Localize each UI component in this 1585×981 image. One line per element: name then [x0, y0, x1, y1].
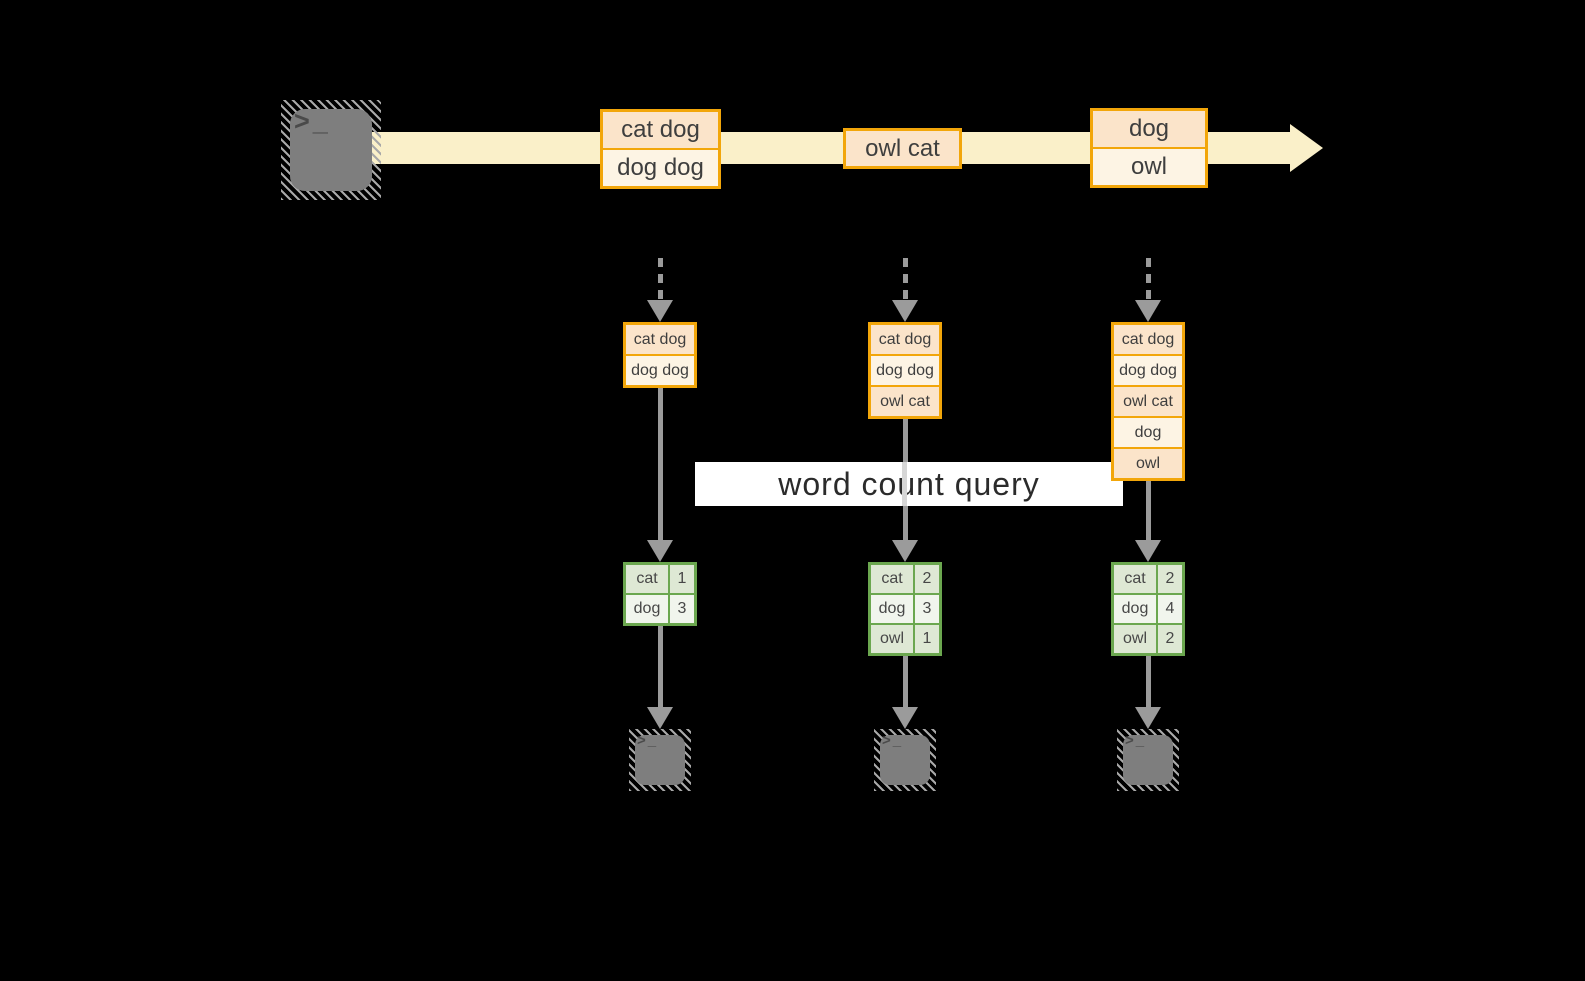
count-word-cell: dog — [1114, 595, 1156, 623]
query-label: word count query — [778, 465, 1040, 502]
count-table-1: cat 1 dog 3 — [623, 562, 697, 626]
state-row: dog dog — [871, 356, 939, 385]
sink-terminal-icon-2: >_ — [874, 729, 936, 791]
count-value-cell: 2 — [1158, 625, 1182, 653]
stream-record: dog — [1093, 111, 1205, 147]
count-word-cell: cat — [1114, 565, 1156, 593]
state-row: cat dog — [871, 325, 939, 354]
count-value-cell: 4 — [1158, 595, 1182, 623]
sink-terminal-icon-1: >_ — [629, 729, 691, 791]
state-row: cat dog — [626, 325, 694, 354]
prompt-icon: >_ — [1125, 732, 1147, 749]
query-arrow-3 — [1135, 481, 1161, 562]
input-state-box-1: cat dog dog dog — [623, 322, 697, 388]
count-value-cell: 3 — [915, 595, 939, 623]
stream-record: owl — [1093, 149, 1205, 185]
count-table-3: cat 2 dog 4 owl 2 — [1111, 562, 1185, 656]
trigger-arrow-dashed-3 — [1135, 258, 1161, 322]
input-state-box-3: cat dog dog dog owl cat dog owl — [1111, 322, 1185, 481]
terminal-screen — [880, 735, 930, 785]
input-state-box-2: cat dog dog dog owl cat — [868, 322, 942, 419]
terminal-screen — [635, 735, 685, 785]
terminal-screen — [1123, 735, 1173, 785]
stream-batch-1: cat dog dog dog — [600, 109, 721, 189]
count-word-cell: owl — [871, 625, 913, 653]
trigger-arrow-dashed-2 — [892, 258, 918, 322]
count-word-cell: cat — [626, 565, 668, 593]
count-value-cell: 1 — [915, 625, 939, 653]
count-value-cell: 3 — [670, 595, 694, 623]
count-value-cell: 2 — [915, 565, 939, 593]
source-terminal-icon: >_ — [281, 100, 381, 200]
query-label-box: word count query — [695, 462, 1123, 506]
stream-batch-2: owl cat — [843, 128, 962, 169]
stream-record: dog dog — [603, 150, 718, 186]
prompt-icon: >_ — [294, 106, 331, 136]
stream-record: cat dog — [603, 112, 718, 148]
terminal-screen — [290, 109, 372, 191]
stream-record: owl cat — [846, 131, 959, 166]
arrow-through-label — [902, 462, 907, 506]
state-row: dog dog — [626, 356, 694, 385]
output-arrow-2 — [892, 656, 918, 729]
count-table-2: cat 2 dog 3 owl 1 — [868, 562, 942, 656]
trigger-arrow-dashed-1 — [647, 258, 673, 322]
state-row: owl cat — [871, 387, 939, 416]
count-word-cell: dog — [871, 595, 913, 623]
state-row: dog — [1114, 418, 1182, 447]
prompt-icon: >_ — [637, 732, 659, 749]
output-arrow-1 — [647, 626, 673, 729]
output-arrow-3 — [1135, 656, 1161, 729]
count-word-cell: dog — [626, 595, 668, 623]
state-row: dog dog — [1114, 356, 1182, 385]
stream-arrowhead-icon — [1290, 124, 1323, 172]
state-row: cat dog — [1114, 325, 1182, 354]
state-row: owl — [1114, 449, 1182, 478]
state-row: owl cat — [1114, 387, 1182, 416]
count-value-cell: 1 — [670, 565, 694, 593]
count-value-cell: 2 — [1158, 565, 1182, 593]
prompt-icon: >_ — [882, 732, 904, 749]
query-arrow-1 — [647, 388, 673, 562]
count-word-cell: cat — [871, 565, 913, 593]
count-word-cell: owl — [1114, 625, 1156, 653]
sink-terminal-icon-3: >_ — [1117, 729, 1179, 791]
stream-batch-3: dog owl — [1090, 108, 1208, 188]
